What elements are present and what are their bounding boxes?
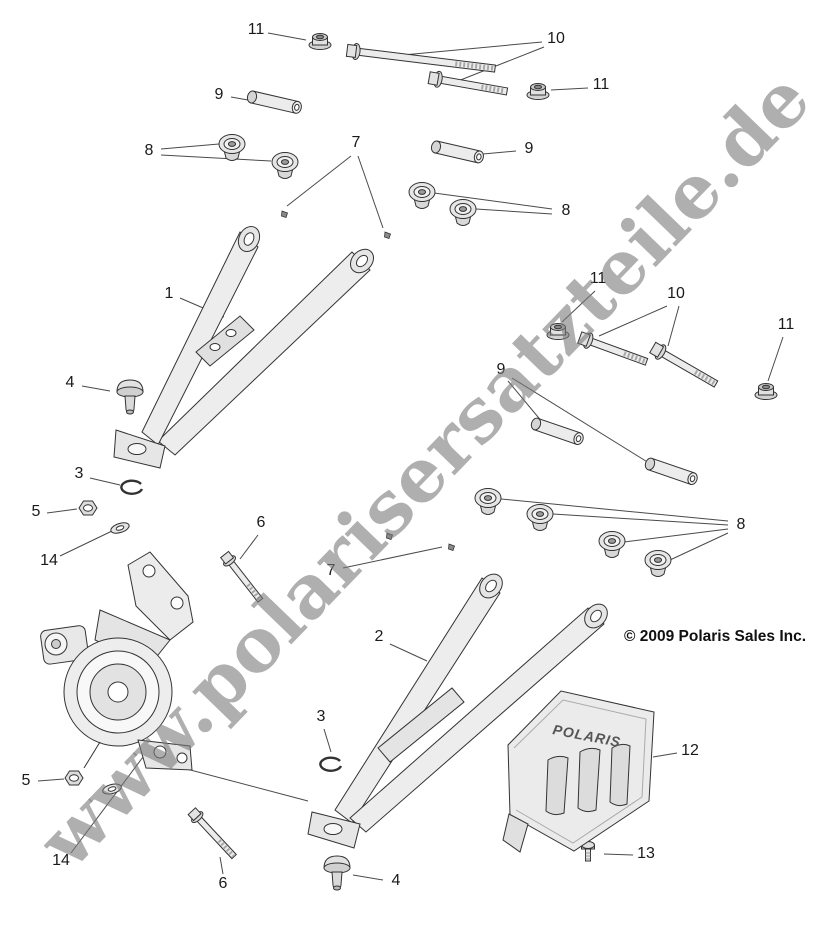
hex-nut-upper bbox=[78, 500, 98, 516]
bolt-long-top-2 bbox=[427, 70, 509, 96]
snap-ring-upper bbox=[120, 479, 144, 495]
washer-lower bbox=[102, 783, 122, 795]
bushing-6 bbox=[526, 504, 554, 531]
skid-plate: POLARIS bbox=[502, 690, 655, 853]
bushing-4 bbox=[449, 199, 477, 226]
bolt-long-right-2 bbox=[649, 341, 719, 388]
leader-lines bbox=[37, 32, 784, 881]
washer-upper bbox=[110, 522, 130, 534]
spacer-sleeve-2 bbox=[430, 140, 484, 164]
ball-joint-lower bbox=[323, 855, 351, 891]
ball-joint-upper bbox=[116, 379, 144, 415]
spacer-sleeve-3 bbox=[530, 417, 584, 446]
bushing-5 bbox=[474, 488, 502, 515]
bolt-short-upper bbox=[219, 550, 264, 603]
flange-nut-2 bbox=[526, 83, 550, 100]
upper-a-arm bbox=[113, 225, 374, 469]
cotter-pin-3 bbox=[386, 532, 394, 541]
cotter-pin-4 bbox=[448, 543, 456, 552]
cotter-pin-2 bbox=[384, 231, 392, 240]
lower-a-arm bbox=[307, 573, 608, 849]
bushing-7 bbox=[598, 531, 626, 558]
cotter-pin-1 bbox=[281, 210, 289, 219]
bolt-short-lower bbox=[187, 807, 238, 860]
bushing-3 bbox=[408, 182, 436, 209]
hex-nut-lower bbox=[64, 770, 84, 786]
bushing-8 bbox=[644, 550, 672, 577]
bushing-1 bbox=[218, 134, 246, 161]
bushing-2 bbox=[271, 152, 299, 179]
flange-nut-4 bbox=[754, 383, 778, 400]
steering-knuckle bbox=[40, 551, 194, 771]
flange-nut-3 bbox=[546, 323, 570, 340]
spacer-sleeve-1 bbox=[246, 90, 302, 114]
spacer-sleeve-4 bbox=[644, 457, 698, 486]
flange-nut-1 bbox=[308, 33, 332, 50]
copyright-text: © 2009 Polaris Sales Inc. bbox=[624, 628, 807, 645]
bolt-long-right-1 bbox=[577, 331, 649, 366]
snap-ring-lower bbox=[319, 756, 343, 772]
bolt-long-top-1 bbox=[345, 43, 496, 73]
